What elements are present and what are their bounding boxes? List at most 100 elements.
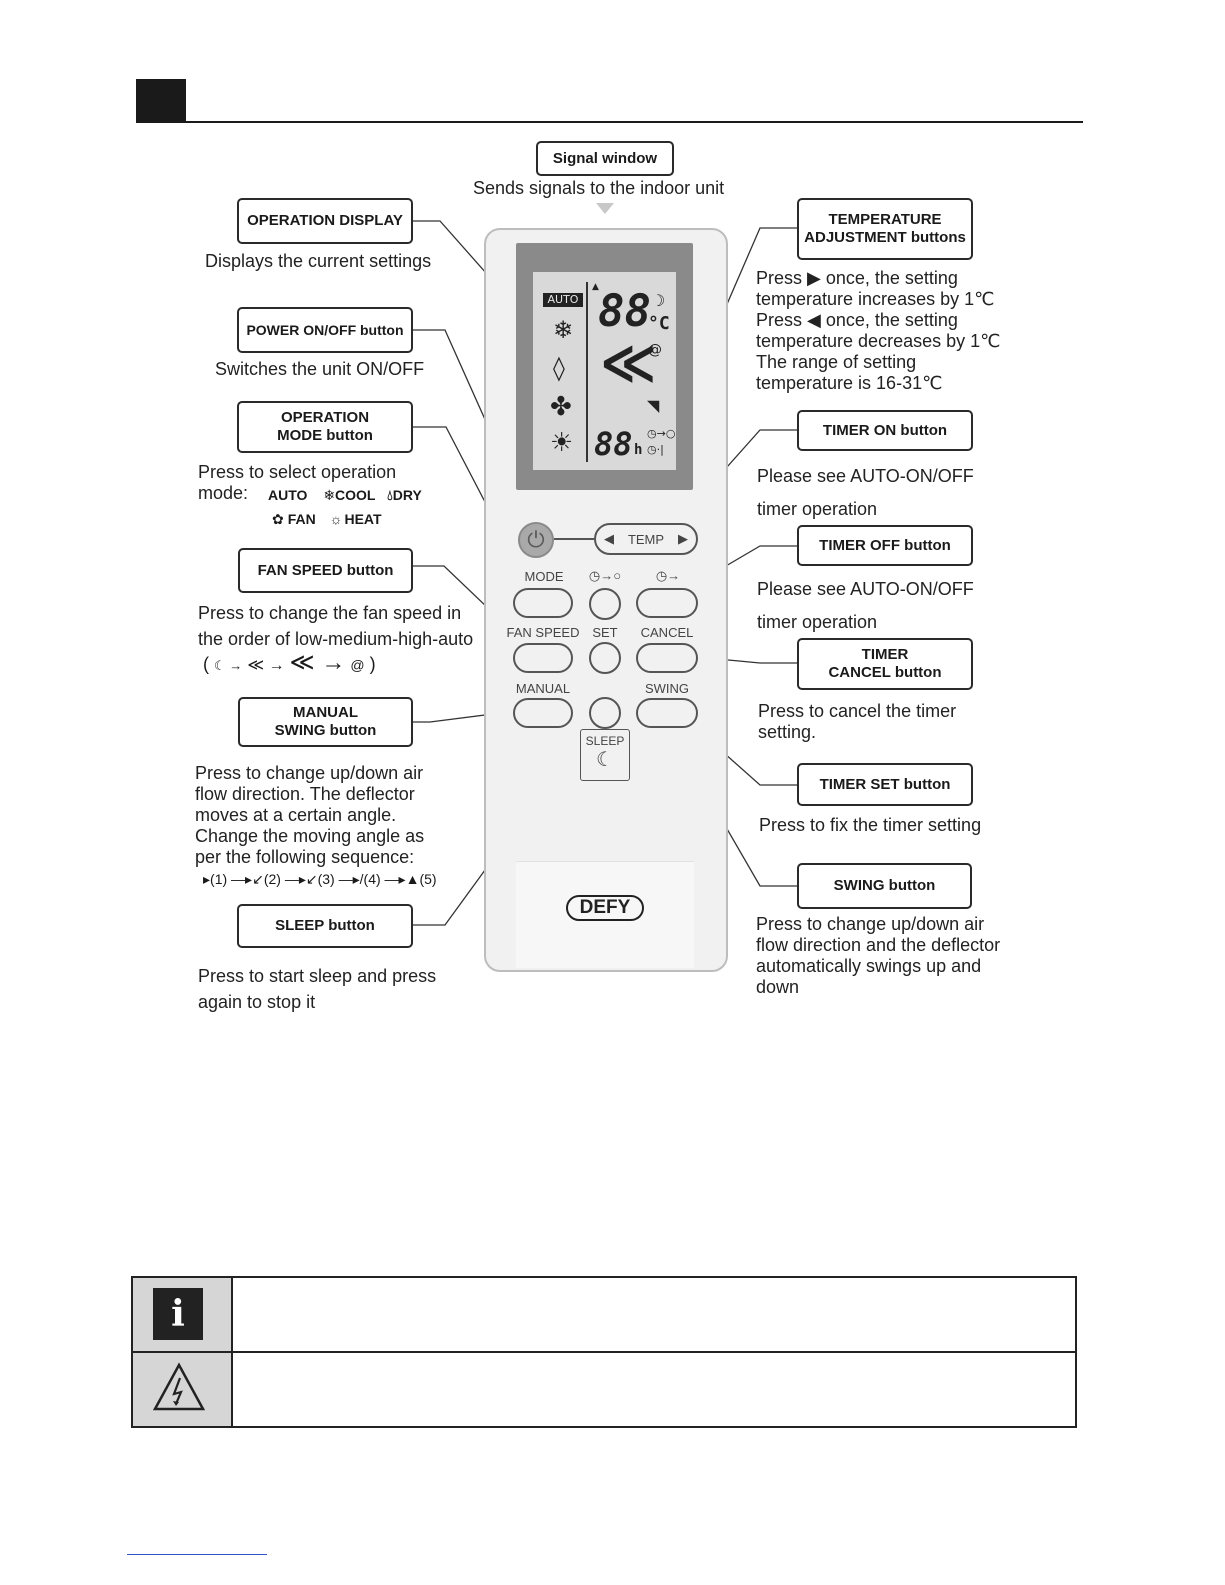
mode-heat: HEAT <box>344 511 382 527</box>
power-desc: Switches the unit ON/OFF <box>215 359 424 380</box>
label-line: MODE button <box>277 427 373 444</box>
lcd-divider <box>586 282 588 462</box>
swing-pos-5-icon: ―▸▲ <box>384 871 420 887</box>
timer-set-label: TIMER SET button <box>797 763 973 806</box>
sun-icon: ☼ <box>329 511 343 527</box>
desc-line: the order of low-medium-high-auto <box>198 629 474 649</box>
temp-adjust-button[interactable]: ◀ TEMP ▶ <box>594 523 698 555</box>
fan-speed-key-label: FAN SPEED <box>506 625 580 640</box>
operation-display-label: OPERATION DISPLAY <box>237 198 413 244</box>
swing-step: (3) <box>317 871 335 887</box>
temp-up-icon[interactable]: ▶ <box>678 531 688 546</box>
manual-swing-button[interactable] <box>513 698 573 728</box>
desc-line: Displays the current settings <box>205 251 432 271</box>
signal-arrow <box>596 203 614 214</box>
power-icon: ⏻ <box>527 527 545 552</box>
timer-on-button[interactable] <box>589 588 621 620</box>
desc-line: automatically swings up and <box>756 956 982 976</box>
fan-speed-button[interactable] <box>513 643 573 673</box>
swing-step: (4) <box>363 871 381 887</box>
temp-down-icon[interactable]: ◀ <box>604 531 614 546</box>
lcd-sun-icon: ☀ <box>550 428 574 458</box>
swing-step: (2) <box>263 871 281 887</box>
timer-set-button[interactable] <box>589 642 621 674</box>
label-line: SLEEP button <box>275 917 375 934</box>
droplet-icon: 💧︎ <box>387 487 393 503</box>
label-line: OPERATION <box>280 409 370 426</box>
desc-line: Press to start sleep and press <box>198 966 437 986</box>
mode-list-row2: ✿FAN ☼HEAT <box>272 510 382 528</box>
desc-line: flow direction and the deflector <box>756 935 1001 955</box>
temperature-label: TEMPERATURE ADJUSTMENT buttons <box>797 198 973 260</box>
swing-label: SWING button <box>797 863 972 909</box>
lcd-snowflake-icon: ❄ <box>553 316 574 344</box>
desc-line: per the following sequence: <box>195 847 415 867</box>
desc-line: Change the moving angle as <box>195 826 425 846</box>
desc-line: Press to change the fan speed in <box>198 603 462 623</box>
power-button[interactable]: ⏻ <box>518 522 554 558</box>
desc-line: timer operation <box>757 499 878 519</box>
temp-key-label: TEMP <box>627 531 665 547</box>
timer-cancel-button[interactable] <box>636 643 698 673</box>
desc-line: Press to change up/down air <box>195 763 424 783</box>
lcd-celsius: °C <box>648 313 670 334</box>
desc-line: temperature increases by 1℃ <box>756 289 995 309</box>
desc-line: Press to select operation <box>198 462 397 482</box>
sleep-button[interactable] <box>589 697 621 729</box>
label-line: OPERATION DISPLAY <box>247 212 403 229</box>
lcd-timer-on-icon: ◷→○ <box>647 427 676 440</box>
label-line: CANCEL button <box>828 664 942 681</box>
swing-pos-1-icon: ▸ <box>203 871 211 887</box>
fan-seq-open: ( <box>203 654 209 674</box>
temperature-desc: Press ▶ once, the setting temperature in… <box>756 268 1000 394</box>
swing-step: (1) <box>210 871 228 887</box>
fan-seq-close: ) <box>369 654 376 674</box>
header-rule <box>136 121 1083 123</box>
brand-logo: DEFY <box>566 895 644 921</box>
desc-line: Please see AUTO-ON/OFF <box>757 466 974 486</box>
timer-off-desc: Please see AUTO-ON/OFF timer operation <box>757 573 974 639</box>
timer-off-key-label: ◷→ <box>655 568 681 583</box>
power-label: POWER ON/OFF button <box>237 307 413 353</box>
swing-pos-4-icon: ―▸/ <box>338 871 364 887</box>
snowflake-icon: ❄ <box>323 487 336 503</box>
desc-line: Press ▶ once, the setting <box>756 268 958 288</box>
desc-line: The range of setting <box>756 352 917 372</box>
lcd-auto-fan-icon: @ <box>648 342 662 358</box>
label-line: TIMER SET button <box>819 775 951 793</box>
fan-high-icon: ≪ → <box>289 649 346 676</box>
sleep-label: SLEEP button <box>237 904 413 948</box>
label-line: TIMER OFF button <box>819 536 951 554</box>
fan-low-icon: ☾ → <box>214 658 243 673</box>
timer-off-label: TIMER OFF button <box>797 525 973 566</box>
desc-line: flow direction. The deflector <box>195 784 415 804</box>
label-line: TEMPERATURE <box>828 211 942 228</box>
lcd-timer-digits: 88 <box>594 425 633 463</box>
fan-sequence: ( ☾ → ≪ → ≪ → @ ) <box>203 650 376 679</box>
timer-off-button[interactable] <box>636 588 698 618</box>
desc-line: Press to fix the timer setting <box>759 815 982 835</box>
desc-line: mode: <box>198 483 249 503</box>
timer-on-key-label: ◷→○ <box>588 568 622 583</box>
signal-window-label: Signal window <box>536 141 674 176</box>
manual-swing-label: MANUAL SWING button <box>238 697 413 747</box>
desc-line: Please see AUTO-ON/OFF <box>757 579 974 599</box>
desc-line: Press ◀ once, the setting <box>756 310 958 330</box>
lightning-warning-icon <box>153 1362 205 1411</box>
timer-on-label: TIMER ON button <box>797 410 973 451</box>
swing-desc: Press to change up/down air flow directi… <box>756 914 1000 998</box>
signal-window-title: Signal window <box>552 149 658 167</box>
lcd-fan-icon: ✤ <box>550 392 572 422</box>
lcd-auto-indicator: AUTO <box>543 293 583 307</box>
label-line: FAN SPEED button <box>257 561 394 579</box>
label-line: SWING button <box>274 722 377 739</box>
desc-line: Switches the unit ON/OFF <box>215 359 425 379</box>
mode-button[interactable] <box>513 588 573 618</box>
battery-cover <box>516 861 694 968</box>
mode-key-label: MODE <box>524 569 564 584</box>
lcd-hour: h <box>634 442 643 458</box>
swing-button[interactable] <box>636 698 698 728</box>
desc-line: Press to cancel the timer <box>758 701 957 721</box>
mode-dry: DRY <box>392 487 422 503</box>
info-icon: i <box>153 1288 203 1340</box>
